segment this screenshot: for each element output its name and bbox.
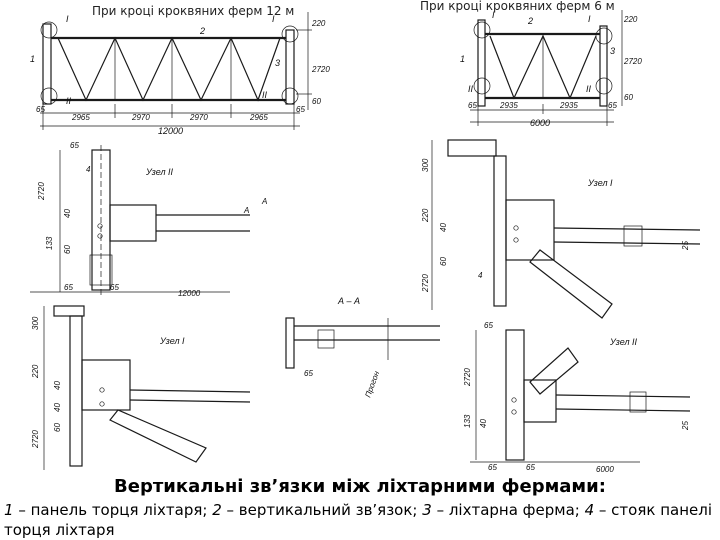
legend-num-2: 2 (212, 501, 222, 519)
label: I (588, 14, 591, 24)
dim: 65 (526, 463, 535, 472)
label-1: 1 (30, 54, 35, 64)
diagonal-bracing (57, 36, 281, 102)
dim: 2720 (623, 57, 642, 66)
dim: 65 (110, 283, 119, 292)
dim: 2965 (249, 113, 268, 122)
legend-text-1: – панель торця ліхтаря; (13, 501, 213, 519)
dim: 65 (468, 101, 477, 110)
label: A (243, 206, 249, 215)
dim: 300 (31, 316, 40, 330)
legend-text-3: – ліхтарна ферма; (431, 501, 585, 519)
dim: 25 (681, 241, 690, 251)
label: I (492, 10, 495, 20)
legend-text-2: – вертикальний зв’язок; (221, 501, 423, 519)
legend-text-4: – стояк панелі торця ліхтаря (4, 501, 712, 539)
dim: 40 (53, 381, 62, 390)
dim: 220 (623, 15, 638, 24)
dim: 2935 (499, 101, 518, 110)
dim-total: 12000 (158, 126, 183, 136)
dim: 12000 (178, 289, 201, 298)
dim: 40 (63, 209, 72, 218)
label: 4 (478, 271, 483, 280)
node-title: Узел I (159, 336, 185, 346)
label-3: 3 (275, 58, 280, 68)
section-a-a: А – А 65 Прогон (285, 296, 440, 399)
legend-num-4: 4 (584, 501, 595, 519)
node-title: Узел II (609, 337, 638, 347)
dim: 133 (45, 236, 54, 250)
label-node-ii-left: II (66, 96, 72, 106)
legend-num-3: 3 (422, 501, 432, 519)
label: 1 (460, 54, 465, 64)
dim: 60 (312, 97, 321, 106)
dim: 40 (479, 419, 488, 428)
dim: 2720 (37, 182, 46, 201)
label: 2 (527, 16, 533, 26)
truss-12m: I II II I 1 2 3 65 2965 2970 2970 2965 6… (30, 12, 330, 136)
dim: 60 (63, 245, 72, 254)
dim: 2965 (71, 113, 90, 122)
node-ii-left: 65 2720 40 133 60 65 65 12000 Узел II 4 … (30, 141, 267, 298)
label-node-ii-right: II (262, 90, 268, 100)
dim: 2720 (463, 368, 472, 387)
caption-left: При кроці кроквяних ферм 12 м (92, 4, 295, 18)
dim: 65 (304, 369, 313, 378)
dim-total: 6000 (530, 118, 550, 128)
label: II (586, 84, 592, 94)
label: Прогон (363, 369, 381, 398)
dim: 65 (488, 463, 497, 472)
label: 3 (610, 46, 615, 56)
dim: 2935 (559, 101, 578, 110)
label: II (468, 84, 474, 94)
dim: 6000 (596, 465, 614, 474)
dim: 65 (70, 141, 79, 150)
dim: 65 (608, 101, 617, 110)
footer: Вертикальні зв’язки між ліхтарними ферма… (0, 476, 720, 540)
dim: 2970 (131, 113, 150, 122)
dim: 60 (624, 93, 633, 102)
caption-right: При кроці кроквяних ферм 6 м (420, 0, 615, 13)
dim: 65 (484, 321, 493, 330)
label-node-i-left: I (66, 14, 69, 24)
dim: 2970 (189, 113, 208, 122)
label-node-i-right: I (272, 14, 275, 24)
dim: 40 (53, 403, 62, 412)
dim: 220 (311, 19, 326, 28)
dim: 65 (296, 105, 305, 114)
dim: 40 (439, 223, 448, 232)
dim: 65 (36, 105, 45, 114)
node-ii-right: Узел II 65 2720 133 40 25 65 65 6000 (463, 321, 691, 474)
dim: 2720 (31, 430, 40, 449)
dim: 220 (421, 208, 430, 223)
figure-legend: 1 – панель торця ліхтаря; 2 – вертикальн… (4, 500, 716, 540)
figure-title: Вертикальні зв’язки між ліхтарними ферма… (114, 476, 606, 497)
dim: 220 (31, 364, 40, 379)
dim: 60 (53, 423, 62, 432)
legend-num-1: 1 (4, 501, 14, 519)
dim: 60 (439, 257, 448, 266)
node-title: Узел II (145, 167, 174, 177)
section-title: А – А (337, 296, 360, 306)
dim: 133 (463, 414, 472, 428)
dim: 65 (64, 283, 73, 292)
label-2: 2 (199, 26, 205, 36)
end-post-right (285, 29, 295, 105)
dim: 25 (681, 421, 690, 431)
label: A (261, 197, 267, 206)
dim: 300 (421, 158, 430, 172)
node-i-right: Узел I 300 220 40 60 2720 25 4 (421, 139, 701, 319)
truss-6m: I II II I 1 2 3 65 2935 2935 65 6000 220… (460, 10, 642, 128)
dim: 2720 (311, 65, 330, 74)
label: 4 (86, 165, 91, 174)
node-i-left: Узел I 300 220 40 40 60 2720 (31, 305, 251, 470)
node-title: Узел I (587, 178, 613, 188)
dim: 2720 (421, 274, 430, 293)
technical-drawing: I II II I 1 2 3 65 2965 2970 2970 2965 6… (30, 10, 701, 474)
